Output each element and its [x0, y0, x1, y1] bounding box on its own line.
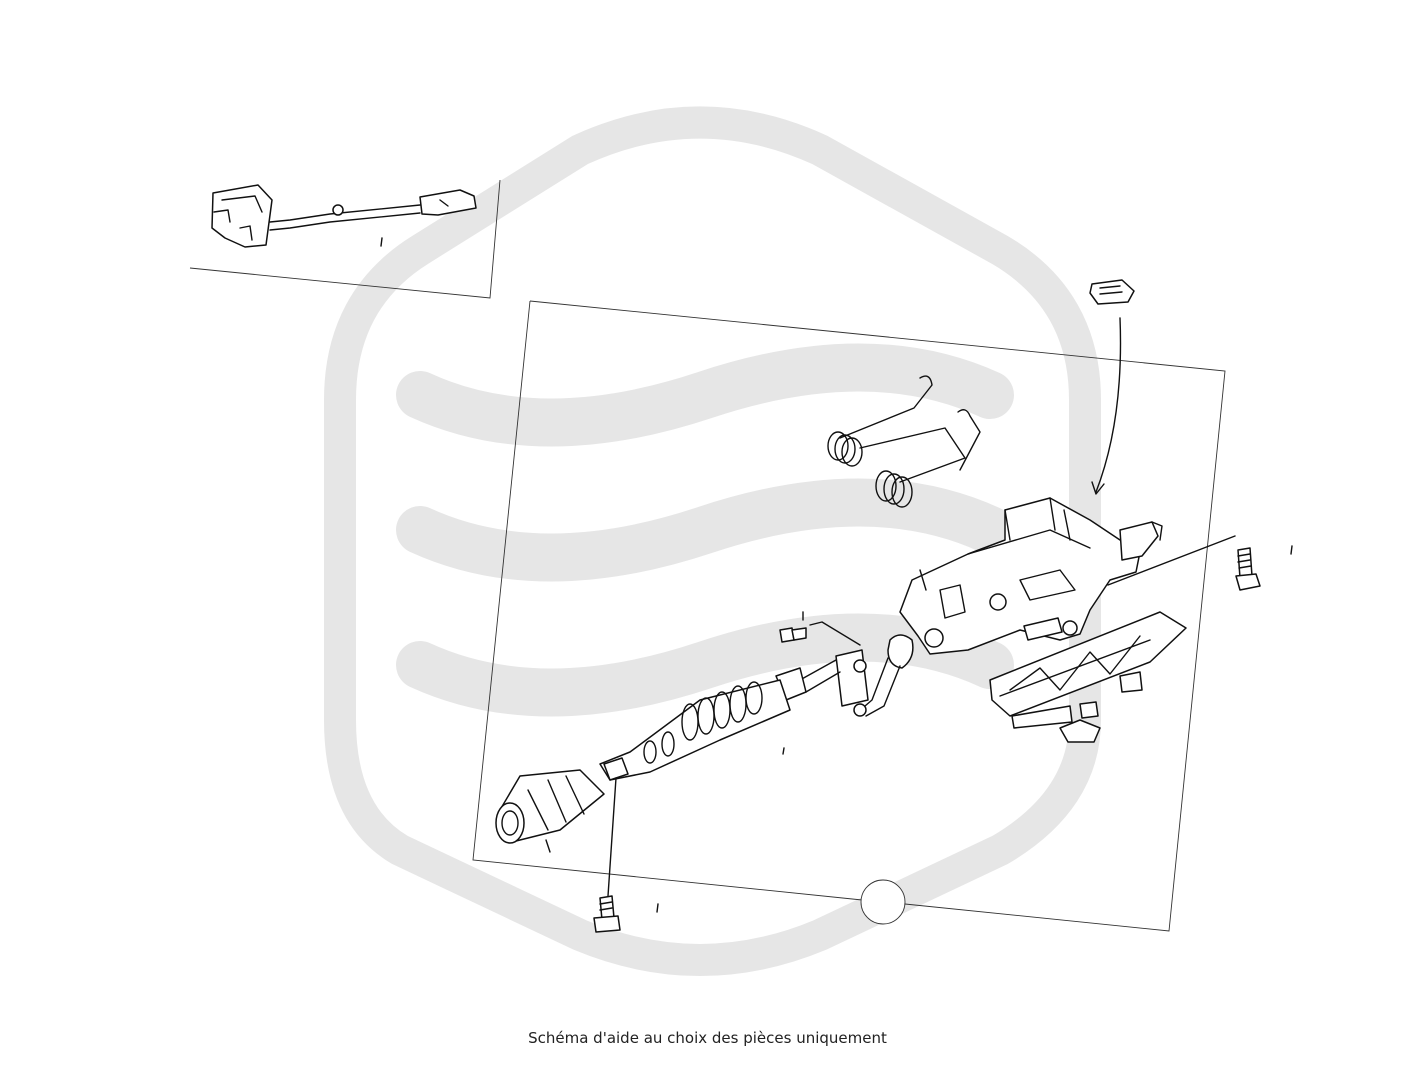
relay-clip [1089, 279, 1135, 495]
telescopic-shaft [599, 679, 791, 781]
steering-column-housing [899, 497, 1163, 655]
upper-group-frame [189, 179, 501, 299]
lock-cable-assembly [211, 184, 477, 248]
watermark-logo [324, 106, 1101, 976]
universal-joint [775, 634, 914, 717]
callout-circle [860, 879, 906, 925]
torsion-springs [827, 375, 981, 508]
rubber-boot [495, 769, 605, 853]
adjustment-rail [989, 611, 1187, 743]
bolt-small [779, 611, 861, 646]
bolt-bottom [593, 777, 659, 933]
main-group-frame [472, 300, 1226, 932]
bolt-right [1107, 535, 1293, 591]
diagram-caption: Schéma d'aide au choix des pièces unique… [528, 1029, 887, 1047]
